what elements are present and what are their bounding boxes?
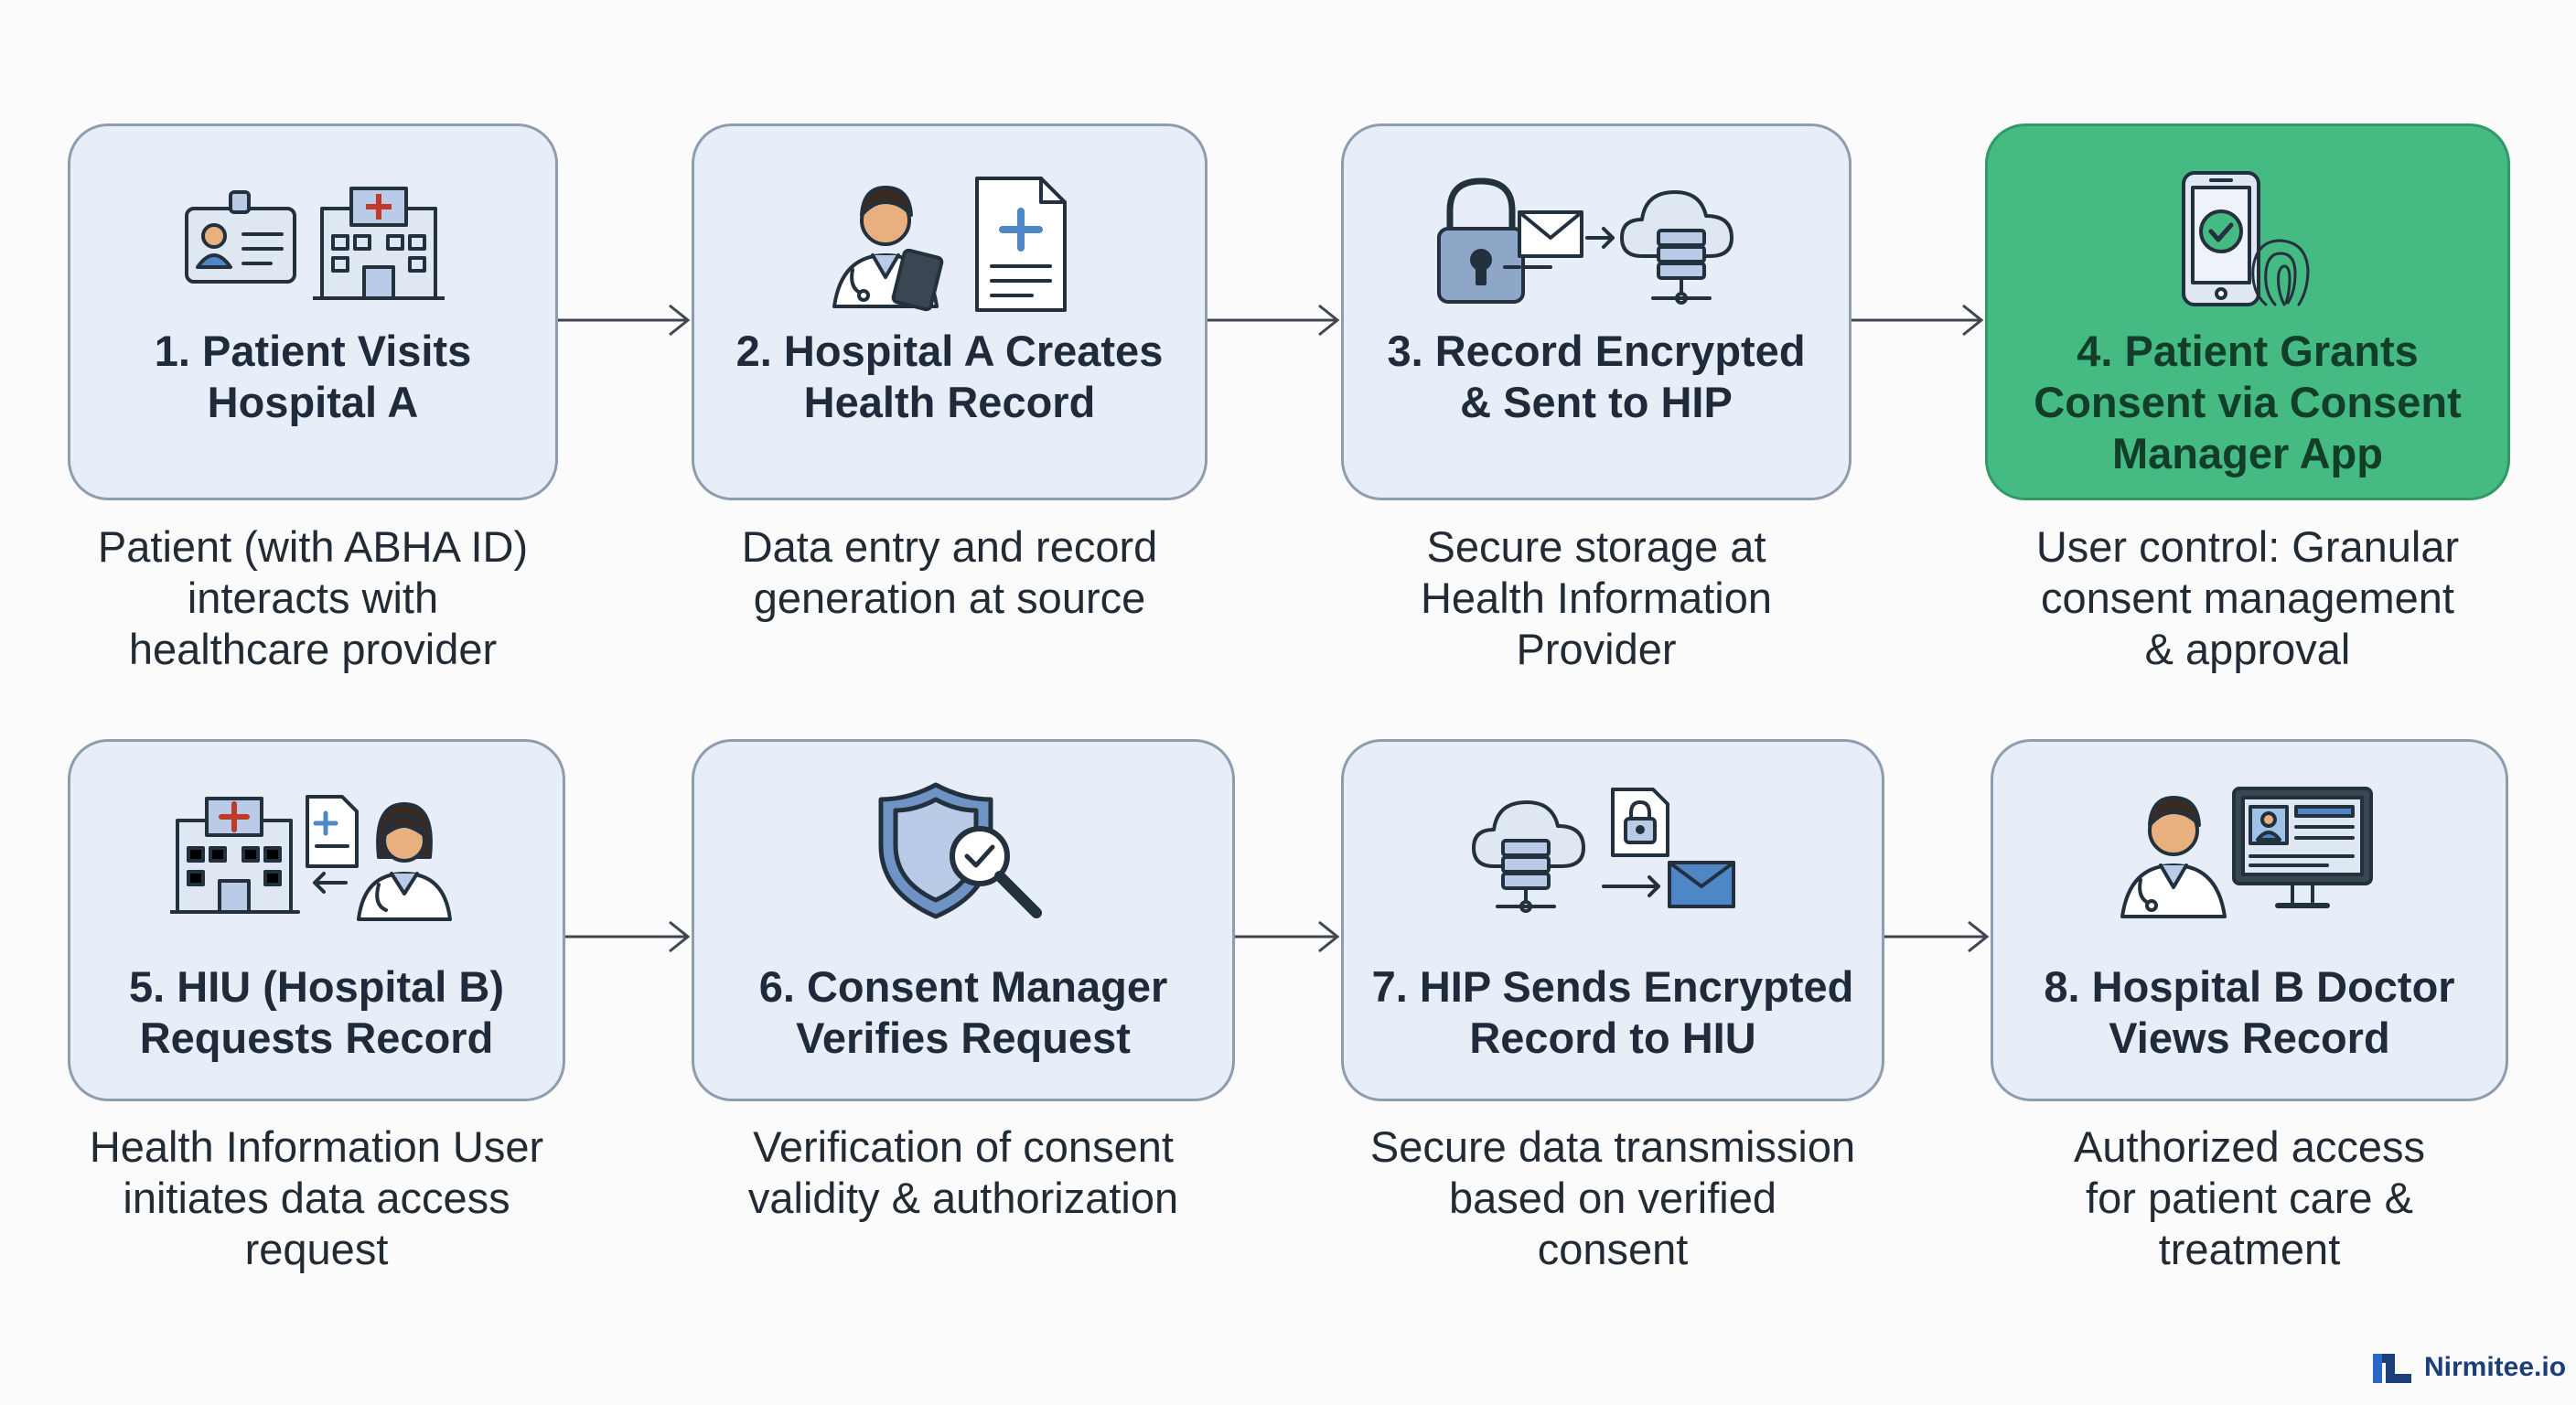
step-card-3: 3. Record Encrypted & Sent to HIP bbox=[1341, 123, 1852, 500]
hospital-document-doctor-icon bbox=[170, 795, 452, 921]
step-1-icons bbox=[70, 163, 555, 318]
brand-mark-icon bbox=[2373, 1354, 2411, 1383]
brand-logo: Nirmitee.io bbox=[2371, 1350, 2566, 1385]
step-2-description: Data entry and record generation at sour… bbox=[741, 522, 1158, 622]
arrow-6-to-7 bbox=[1235, 920, 1340, 953]
step-8-title: 8. Hospital B Doctor Views Record bbox=[2044, 962, 2455, 1062]
step-5-title: 5. HIU (Hospital B) Requests Record bbox=[129, 962, 504, 1062]
lock-email-cloud-server-icon bbox=[1437, 177, 1733, 305]
shield-magnifier-icon bbox=[878, 782, 1042, 919]
phone-fingerprint-icon bbox=[2182, 171, 2310, 306]
step-4-title: 4. Patient Grants Consent via Consent Ma… bbox=[2034, 327, 2462, 477]
step-card-2: 2. Hospital A Creates Health Record bbox=[692, 123, 1208, 500]
arrow-5-to-6 bbox=[565, 920, 691, 953]
step-2-icons bbox=[694, 163, 1205, 318]
arrow-7-to-8 bbox=[1884, 920, 1990, 953]
doctor-monitor-icon bbox=[2120, 787, 2373, 918]
step-3-icons bbox=[1344, 163, 1849, 318]
step-7-icons bbox=[1344, 775, 1882, 930]
arrow-1-to-2 bbox=[558, 304, 691, 337]
cloud-lock-email-icon bbox=[1472, 788, 1735, 913]
step-4-description: User control: Granular consent managemen… bbox=[2035, 522, 2460, 673]
step-6-title: 6. Consent Manager Verifies Request bbox=[758, 962, 1168, 1062]
step-card-7: 7. HIP Sends Encrypted Record to HIU bbox=[1341, 739, 1884, 1101]
step-6-icons bbox=[694, 775, 1232, 930]
step-4-icons bbox=[1988, 163, 2507, 318]
arrow-2-to-3 bbox=[1208, 304, 1340, 337]
step-8-icons bbox=[1993, 775, 2506, 930]
step-5-icons bbox=[70, 775, 563, 930]
step-card-1: 1. Patient Visits Hospital A bbox=[68, 123, 558, 500]
step-card-6: 6. Consent Manager Verifies Request bbox=[692, 739, 1235, 1101]
step-card-4: 4. Patient Grants Consent via Consent Ma… bbox=[1985, 123, 2510, 500]
step-card-5: 5. HIU (Hospital B) Requests Record bbox=[68, 739, 565, 1101]
step-5-description: Health Information User initiates data a… bbox=[89, 1122, 544, 1273]
step-3-title: 3. Record Encrypted & Sent to HIP bbox=[1387, 327, 1806, 426]
id-card-hospital-icon bbox=[185, 187, 445, 300]
step-2-title: 2. Hospital A Creates Health Record bbox=[735, 327, 1164, 426]
step-6-description: Verification of consent validity & autho… bbox=[747, 1122, 1179, 1222]
doctor-document-icon bbox=[832, 177, 1067, 312]
step-3-description: Secure storage at Health Information Pro… bbox=[1420, 522, 1773, 673]
step-1-title: 1. Patient Visits Hospital A bbox=[154, 327, 472, 426]
arrow-3-to-4 bbox=[1852, 304, 1984, 337]
step-1-description: Patient (with ABHA ID) interacts with he… bbox=[97, 522, 529, 673]
step-card-8: 8. Hospital B Doctor Views Record bbox=[1991, 739, 2508, 1101]
step-7-description: Secure data transmission based on verifi… bbox=[1369, 1122, 1856, 1273]
step-8-description: Authorized access for patient care & tre… bbox=[2073, 1122, 2426, 1273]
step-7-title: 7. HIP Sends Encrypted Record to HIU bbox=[1371, 962, 1854, 1062]
brand-name: Nirmitee.io bbox=[2424, 1352, 2567, 1382]
